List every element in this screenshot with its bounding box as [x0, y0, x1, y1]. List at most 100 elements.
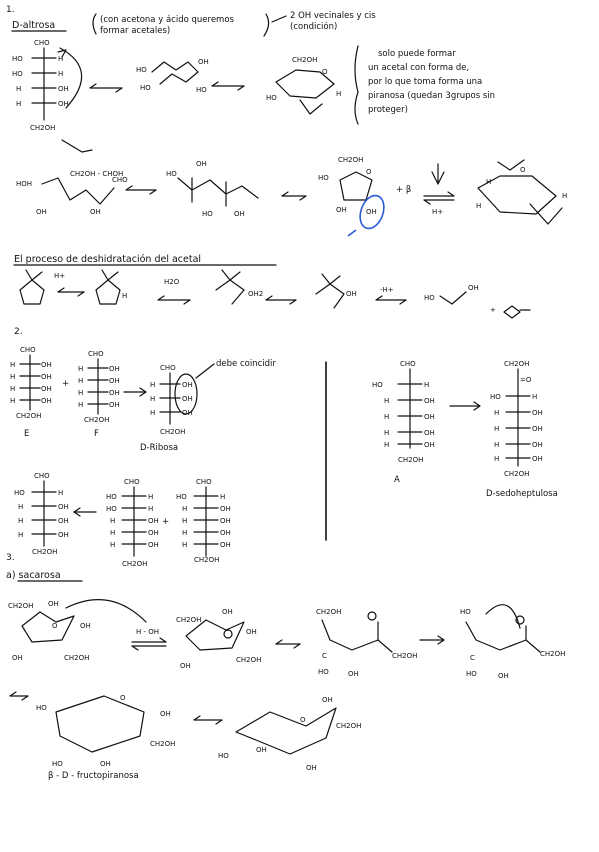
svg-text:OH: OH [41, 397, 52, 405]
svg-text:O: O [366, 168, 372, 176]
svg-text:H: H [150, 409, 155, 417]
svg-text:OH: OH [532, 455, 543, 463]
svg-text:OH: OH [220, 541, 231, 549]
svg-text:CH2OH - CHOH: CH2OH - CHOH [70, 170, 123, 178]
svg-text:HO: HO [36, 704, 47, 712]
svg-text:OH: OH [220, 529, 231, 537]
svg-text:OH: OH [532, 425, 543, 433]
fischer-E: CHO H OH H OH H OH H OH CH2OH E [10, 346, 52, 439]
svg-text:H: H [384, 429, 389, 437]
blue-circle-highlight [359, 194, 385, 230]
equilibrium-arrow-5 [131, 637, 167, 651]
svg-text:OH: OH [468, 284, 479, 292]
svg-text:HO: HO [166, 170, 177, 178]
svg-text:OH: OH [498, 672, 509, 680]
equilibrium-arrow-2 [211, 81, 245, 91]
curved-arrow-1 [65, 599, 147, 623]
svg-text:OH: OH [256, 746, 267, 754]
svg-text:OH: OH [424, 429, 435, 437]
svg-text:O: O [52, 622, 58, 630]
svg-text:OH: OH [348, 670, 359, 678]
svg-text:H: H [10, 361, 15, 369]
svg-text:CH2OH: CH2OH [338, 156, 363, 164]
svg-text:H: H [494, 455, 499, 463]
condition-arrow [271, 15, 287, 23]
svg-text:OH: OH [196, 160, 207, 168]
svg-text:CHO: CHO [196, 478, 212, 486]
fischer-d-ribosa: CHO H OH H OH H OH CH2OH debe coincidir … [140, 359, 276, 453]
arrow-to-ribosa [123, 387, 147, 397]
beta-d-fructopiranosa-label: β - D - fructopiranosa [48, 771, 139, 781]
svg-text:CHO: CHO [88, 350, 104, 358]
svg-text:OH: OH [222, 608, 233, 616]
svg-text:HO: HO [202, 210, 213, 218]
dehydration-scheme: H+ H H2O OH2 OH -H+ HO OH + [19, 269, 531, 319]
svg-text:OH: OH [182, 381, 193, 389]
svg-text:CH2OH: CH2OH [32, 548, 57, 556]
label-E: E [24, 429, 29, 439]
section-2-number: 2. [14, 327, 23, 337]
fischer-F: CHO H OH H OH H OH H OH CH2OH F [78, 350, 120, 439]
svg-text:OH: OH [58, 531, 69, 539]
section-3-number: 3. [6, 553, 15, 563]
fischer-d-sedoheptulosa: CH2OH =O HO H H OH H OH H OH H OH CH2OH … [486, 360, 558, 499]
open-chain-cyclizing: HO C CH2OH HO OH [460, 604, 565, 680]
equilibrium-arrow-7 [9, 691, 29, 701]
label-F: F [94, 429, 99, 439]
equilibrium-arrow-4 [281, 191, 307, 201]
svg-text:H: H [424, 381, 429, 389]
svg-text:H: H [384, 397, 389, 405]
svg-text:HO: HO [460, 608, 471, 616]
svg-text:CHO: CHO [124, 478, 140, 486]
svg-text:H: H [78, 401, 83, 409]
svg-text:H: H [110, 517, 115, 525]
furanose-ring: CH2OH HO O OH OH [318, 156, 385, 237]
plus-lower: + [162, 517, 169, 527]
equilibrium-arrow-1 [89, 83, 123, 93]
svg-text:OH: OH [160, 710, 171, 718]
svg-text:OH: OH [148, 517, 159, 525]
svg-text:H: H [220, 493, 225, 501]
svg-text:HO: HO [176, 493, 187, 501]
svg-text:OH: OH [532, 409, 543, 417]
svg-text:H: H [182, 541, 187, 549]
svg-text:HO: HO [52, 760, 63, 768]
svg-text:CH2OH: CH2OH [504, 360, 529, 368]
section-3-sub: a) sacarosa [6, 570, 61, 581]
svg-text:CHO: CHO [112, 176, 128, 184]
svg-text:C: C [322, 652, 327, 660]
arrow-to-sedoheptulosa [449, 401, 481, 411]
svg-text:HO: HO [372, 381, 383, 389]
svg-text:un acetal con forma de,: un acetal con forma de, [368, 63, 469, 73]
svg-text:H: H [148, 493, 153, 501]
fischer-d-altrosa: CHO HO H HO H H OH H OH CH2OH [12, 39, 83, 132]
svg-text:CH2OH: CH2OH [150, 740, 175, 748]
svg-text:CH2OH: CH2OH [176, 616, 201, 624]
svg-text:proteger): proteger) [368, 105, 408, 115]
svg-text:HO: HO [106, 493, 117, 501]
plus-EF: + [62, 379, 69, 389]
svg-text:OH: OH [109, 377, 120, 385]
fischer-r2-right: H [58, 70, 63, 78]
svg-text:+: + [490, 306, 496, 314]
svg-text:CHO: CHO [160, 364, 176, 372]
dehydration-title: El proceso de deshidratación del acetal [14, 254, 201, 265]
arrow-back-lower [73, 507, 97, 517]
svg-text:HO: HO [318, 668, 329, 676]
svg-text:HO: HO [106, 505, 117, 513]
svg-text:OH: OH [58, 517, 69, 525]
side-note-brace [354, 45, 359, 125]
svg-text:OH: OH [246, 628, 257, 636]
svg-text:H: H [182, 517, 187, 525]
sacarosa-furanose: CH2OH OH O OH OH CH2OH [8, 599, 147, 662]
open-chain-oxocarbenium: CH2OH C CH2OH HO OH [316, 608, 417, 678]
svg-text:H: H [10, 397, 15, 405]
svg-text:CH2OH: CH2OH [392, 652, 417, 660]
section-1-number: 1. [6, 5, 15, 15]
svg-text:H: H [110, 541, 115, 549]
svg-text:OH: OH [109, 389, 120, 397]
equilibrium-arrow-3 [125, 185, 157, 195]
label-d-ribosa: D-Ribosa [140, 443, 178, 453]
